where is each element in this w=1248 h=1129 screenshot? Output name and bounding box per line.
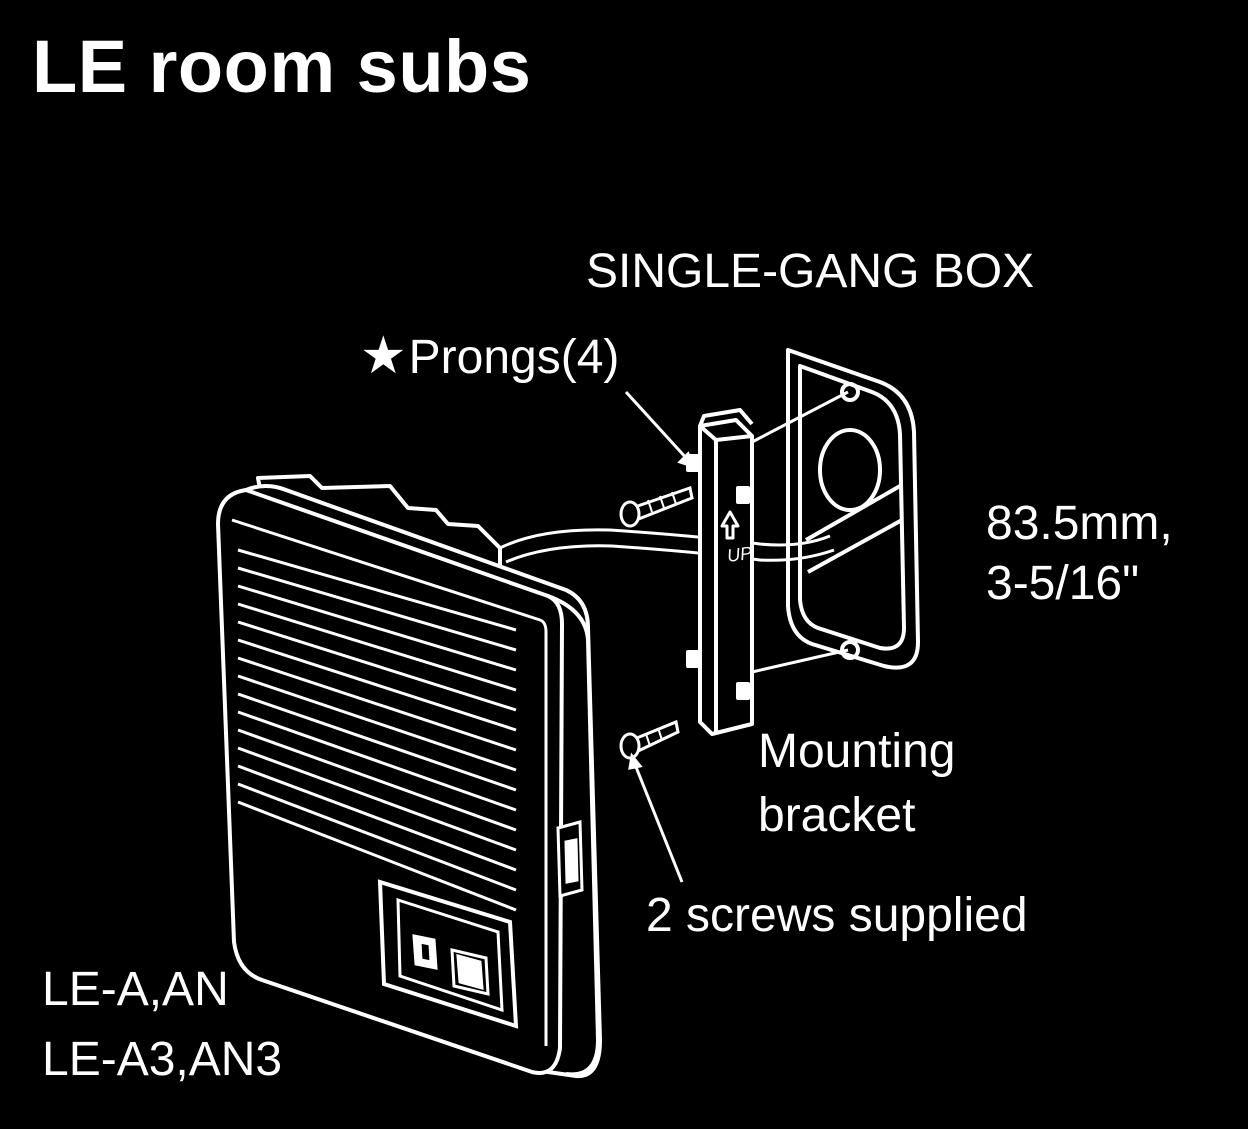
model-label-line2: LE-A3,AN3 [42, 1033, 283, 1086]
switch-buttons [412, 934, 490, 996]
dimension-inch-label: 3-5/16" [986, 557, 1140, 610]
cable [499, 528, 835, 564]
upper-screw [619, 486, 694, 528]
model-label-line1: LE-A,AN [42, 963, 229, 1016]
dimension-mm-label: 83.5mm, [986, 497, 1173, 550]
mounting-bracket [686, 408, 754, 736]
prongs-text: Prongs(4) [408, 331, 620, 384]
prongs-label: ★Prongs(4) [360, 330, 619, 382]
single-gang-box [786, 348, 920, 670]
mounting-bracket-label-line2: bracket [758, 789, 916, 842]
leader-lines [624, 390, 695, 883]
star-icon: ★ [360, 327, 407, 385]
speaker-grille [237, 548, 517, 912]
single-gang-box-label: SINGLE-GANG BOX [586, 245, 1035, 298]
lower-screw [619, 719, 680, 760]
bracket-up-marking: UP [726, 543, 754, 566]
mounting-bracket-label-line1: Mounting [758, 725, 956, 778]
side-switch [556, 820, 584, 898]
screws-label: 2 screws supplied [646, 889, 1028, 942]
guide-lines [751, 390, 849, 674]
page-title: LE room subs [32, 25, 532, 108]
